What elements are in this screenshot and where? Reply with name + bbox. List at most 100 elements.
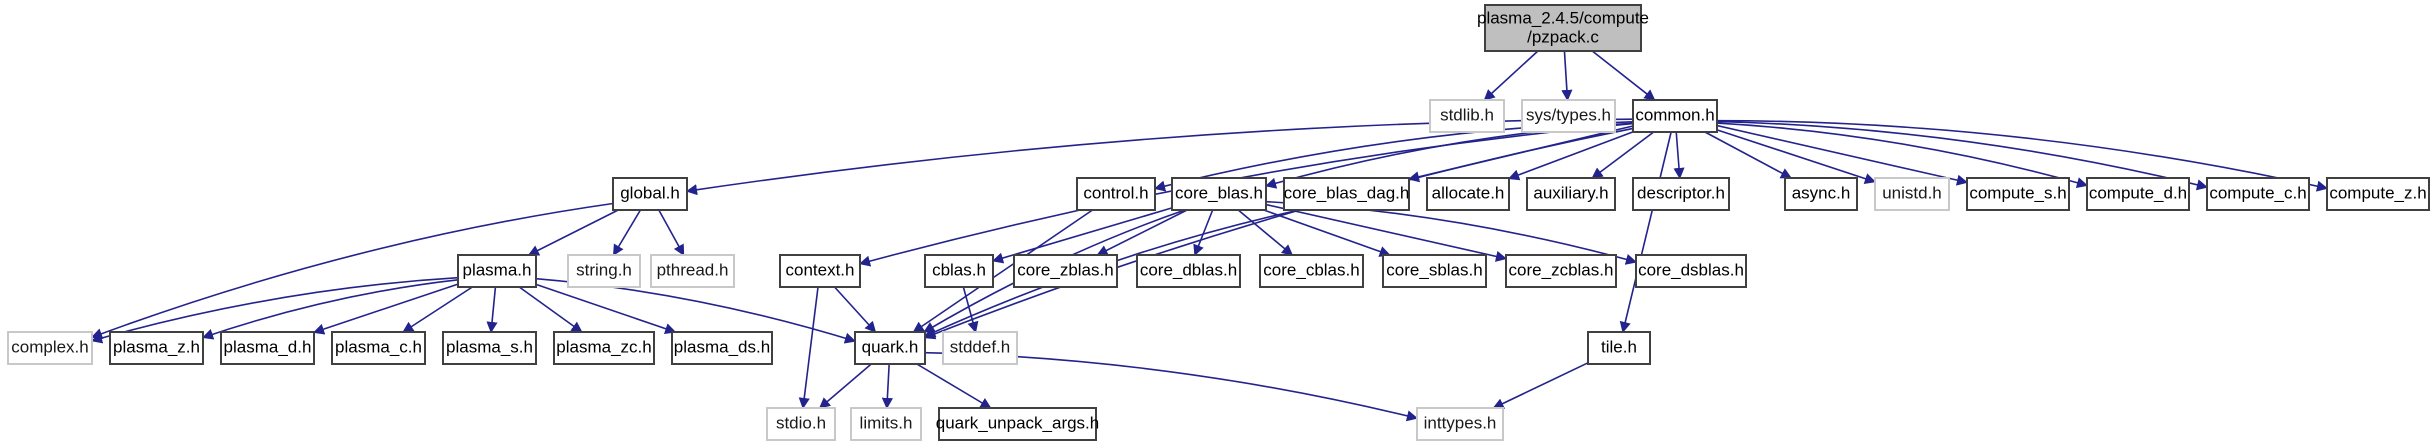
node-plasma_c[interactable]: plasma_c.h: [331, 331, 426, 365]
node-stddef[interactable]: stddef.h: [942, 331, 1018, 365]
node-core_zcblas[interactable]: core_zcblas.h: [1505, 254, 1617, 288]
node-string[interactable]: string.h: [567, 254, 641, 288]
node-complex[interactable]: complex.h: [7, 331, 93, 365]
edge-core_blas-to-core_dblas: [1193, 209, 1214, 257]
node-stdio[interactable]: stdio.h: [766, 407, 836, 441]
node-allocate[interactable]: allocate.h: [1426, 177, 1510, 211]
edge-global-to-string: [612, 209, 642, 256]
node-box-plasma_c: [331, 331, 426, 365]
node-core_cblas[interactable]: core_cblas.h: [1259, 254, 1364, 288]
node-core_sblas[interactable]: core_sblas.h: [1382, 254, 1487, 288]
node-box-stddef: [942, 331, 1018, 365]
node-compute_c[interactable]: compute_c.h: [2206, 177, 2310, 211]
node-label-limits: limits.h: [860, 413, 913, 432]
node-descriptor[interactable]: descriptor.h: [1632, 177, 1730, 211]
node-plasma_d[interactable]: plasma_d.h: [220, 331, 315, 365]
node-label-core_dsblas: core_dsblas.h: [1638, 260, 1744, 279]
node-label-tile: tile.h: [1601, 337, 1637, 356]
node-box-inttypes: [1416, 407, 1504, 441]
node-label-descriptor: descriptor.h: [1637, 183, 1725, 202]
node-layer: plasma_2.4.5/compute/pzpack.c stdlib.h sys…: [7, 4, 2430, 441]
node-compute_d[interactable]: compute_d.h: [2086, 177, 2190, 211]
edge-plasma-to-plasma_s: [486, 286, 498, 334]
node-box-auxiliary: [1526, 177, 1616, 211]
node-label-plasma_ds: plasma_ds.h: [674, 337, 770, 356]
node-box-complex: [7, 331, 93, 365]
edge-common-to-quark: [923, 127, 1634, 340]
node-plasma[interactable]: plasma.h: [457, 254, 537, 288]
node-label-core_blas: core_blas.h: [1175, 183, 1263, 202]
node-label-core_zblas: core_zblas.h: [1017, 260, 1113, 279]
node-box-root: [1484, 4, 1642, 52]
node-label-root-line1: plasma_2.4.5/compute: [1477, 8, 1649, 27]
node-systypes[interactable]: sys/types.h: [1521, 99, 1616, 133]
edge-tile-to-inttypes: [1492, 362, 1589, 409]
node-auxiliary[interactable]: auxiliary.h: [1526, 177, 1616, 211]
node-plasma_z[interactable]: plasma_z.h: [109, 331, 204, 365]
node-plasma_s[interactable]: plasma_s.h: [442, 331, 537, 365]
node-cblas[interactable]: cblas.h: [924, 254, 994, 288]
node-box-common: [1632, 99, 1718, 133]
node-plasma_ds[interactable]: plasma_ds.h: [671, 331, 773, 365]
node-context[interactable]: context.h: [779, 254, 861, 288]
node-box-core_dblas: [1136, 254, 1241, 288]
node-global[interactable]: global.h: [612, 177, 688, 211]
node-box-systypes: [1521, 99, 1616, 133]
node-label-stddef: stddef.h: [950, 337, 1011, 356]
node-label-global: global.h: [620, 183, 680, 202]
node-quark[interactable]: quark.h: [854, 331, 926, 365]
edge-common-to-compute_s: [1716, 124, 1969, 186]
node-compute_s[interactable]: compute_s.h: [1966, 177, 2070, 211]
node-label-core_dblas: core_dblas.h: [1140, 260, 1237, 279]
node-label-compute_s: compute_s.h: [1969, 183, 2066, 202]
node-label-complex: complex.h: [11, 337, 88, 356]
node-label-plasma_z: plasma_z.h: [113, 337, 200, 356]
edge-common-to-compute_c: [1716, 120, 2209, 191]
node-box-tile: [1587, 331, 1651, 365]
node-box-context: [779, 254, 861, 288]
node-box-core_blas_dag: [1283, 177, 1410, 211]
node-pthread[interactable]: pthread.h: [650, 254, 735, 288]
node-limits[interactable]: limits.h: [850, 407, 922, 441]
node-box-control: [1076, 177, 1156, 211]
node-plasma_zc[interactable]: plasma_zc.h: [553, 331, 655, 365]
node-box-core_zcblas: [1505, 254, 1617, 288]
node-control[interactable]: control.h: [1076, 177, 1156, 211]
node-label-stdio: stdio.h: [776, 413, 826, 432]
node-box-core_sblas: [1382, 254, 1487, 288]
edge-root-to-stdlib: [1483, 50, 1539, 101]
node-tile[interactable]: tile.h: [1587, 331, 1651, 365]
node-label-common: common.h: [1635, 105, 1714, 124]
node-label-core_zcblas: core_zcblas.h: [1509, 260, 1614, 279]
node-core_blas_dag[interactable]: core_blas_dag.h: [1283, 177, 1410, 211]
node-label-plasma_s: plasma_s.h: [446, 337, 533, 356]
node-core_dsblas[interactable]: core_dsblas.h: [1635, 254, 1747, 288]
node-unistd[interactable]: unistd.h: [1874, 177, 1950, 211]
node-box-core_blas: [1171, 177, 1267, 211]
node-stdlib[interactable]: stdlib.h: [1429, 99, 1505, 133]
edge-plasma-to-complex: [90, 276, 459, 344]
node-label-allocate: allocate.h: [1432, 183, 1505, 202]
node-core_dblas[interactable]: core_dblas.h: [1136, 254, 1241, 288]
node-label-core_cblas: core_cblas.h: [1263, 260, 1359, 279]
node-label-core_sblas: core_sblas.h: [1386, 260, 1482, 279]
node-compute_z[interactable]: compute_z.h: [2326, 177, 2430, 211]
edge-global-to-pthread: [658, 209, 685, 256]
edge-common-to-auxiliary: [1591, 131, 1655, 179]
node-box-plasma_zc: [553, 331, 655, 365]
edge-common-to-context: [858, 122, 1634, 267]
node-root[interactable]: plasma_2.4.5/compute/pzpack.c: [1477, 4, 1649, 52]
node-inttypes[interactable]: inttypes.h: [1416, 407, 1504, 441]
node-common[interactable]: common.h: [1632, 99, 1718, 133]
node-core_blas[interactable]: core_blas.h: [1171, 177, 1267, 211]
edge-core_blas-to-core_zcblas: [1265, 203, 1508, 262]
edge-quark-to-stdio: [818, 363, 872, 409]
node-quark_unpack_args[interactable]: quark_unpack_args.h: [936, 407, 1100, 441]
node-core_zblas[interactable]: core_zblas.h: [1013, 254, 1118, 288]
edge-common-to-tile: [1619, 131, 1672, 334]
edge-root-to-systypes: [1561, 50, 1573, 102]
node-box-quark: [854, 331, 926, 365]
node-async[interactable]: async.h: [1784, 177, 1858, 211]
node-box-descriptor: [1632, 177, 1730, 211]
edge-quark-to-quark_unpack_args: [916, 363, 992, 409]
